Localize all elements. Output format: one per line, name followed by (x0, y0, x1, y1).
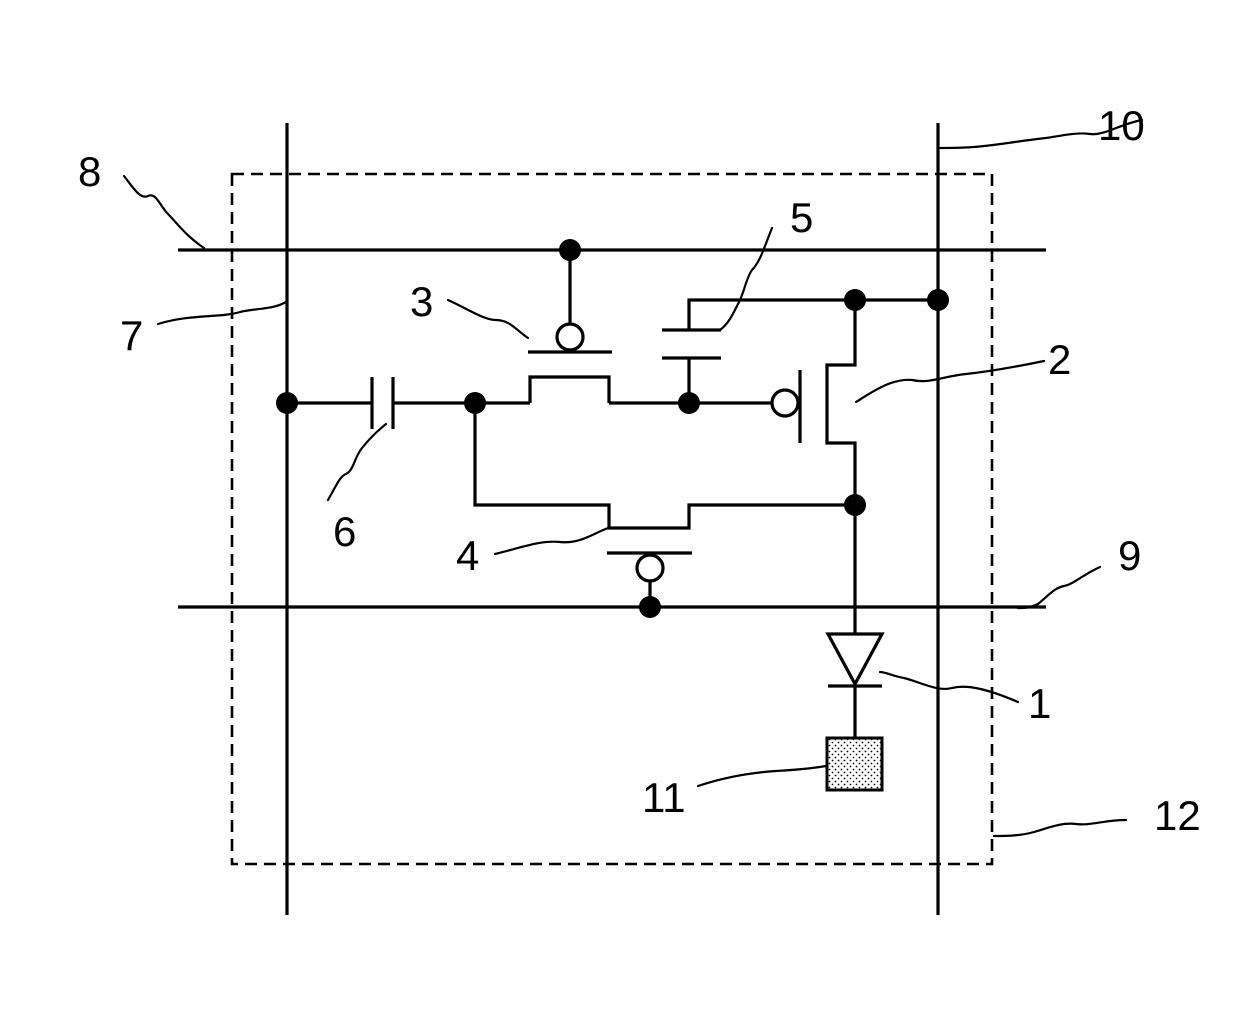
coupling-capacitor-6 (287, 377, 475, 429)
ref-label-7: 7 (120, 312, 143, 359)
leader-lines (124, 120, 1142, 836)
ref-label-10: 10 (1098, 102, 1145, 149)
ref-label-4: 4 (456, 532, 479, 579)
ref-label-1: 1 (1028, 680, 1051, 727)
junction-dots (276, 239, 949, 618)
ref-label-9: 9 (1118, 532, 1141, 579)
ref-label-5: 5 (790, 194, 813, 241)
ref-label-2: 2 (1048, 336, 1071, 383)
light-emitting-diode-1 (828, 505, 882, 738)
ref-label-6: 6 (333, 508, 356, 555)
electrode-pad-11 (827, 738, 882, 790)
ref-label-11: 11 (642, 774, 686, 821)
ref-label-8: 8 (78, 148, 101, 195)
switch-transistor-4 (475, 403, 855, 607)
ref-label-12: 12 (1154, 792, 1201, 839)
ref-label-3: 3 (410, 278, 433, 325)
switch-transistor-3 (475, 250, 689, 403)
